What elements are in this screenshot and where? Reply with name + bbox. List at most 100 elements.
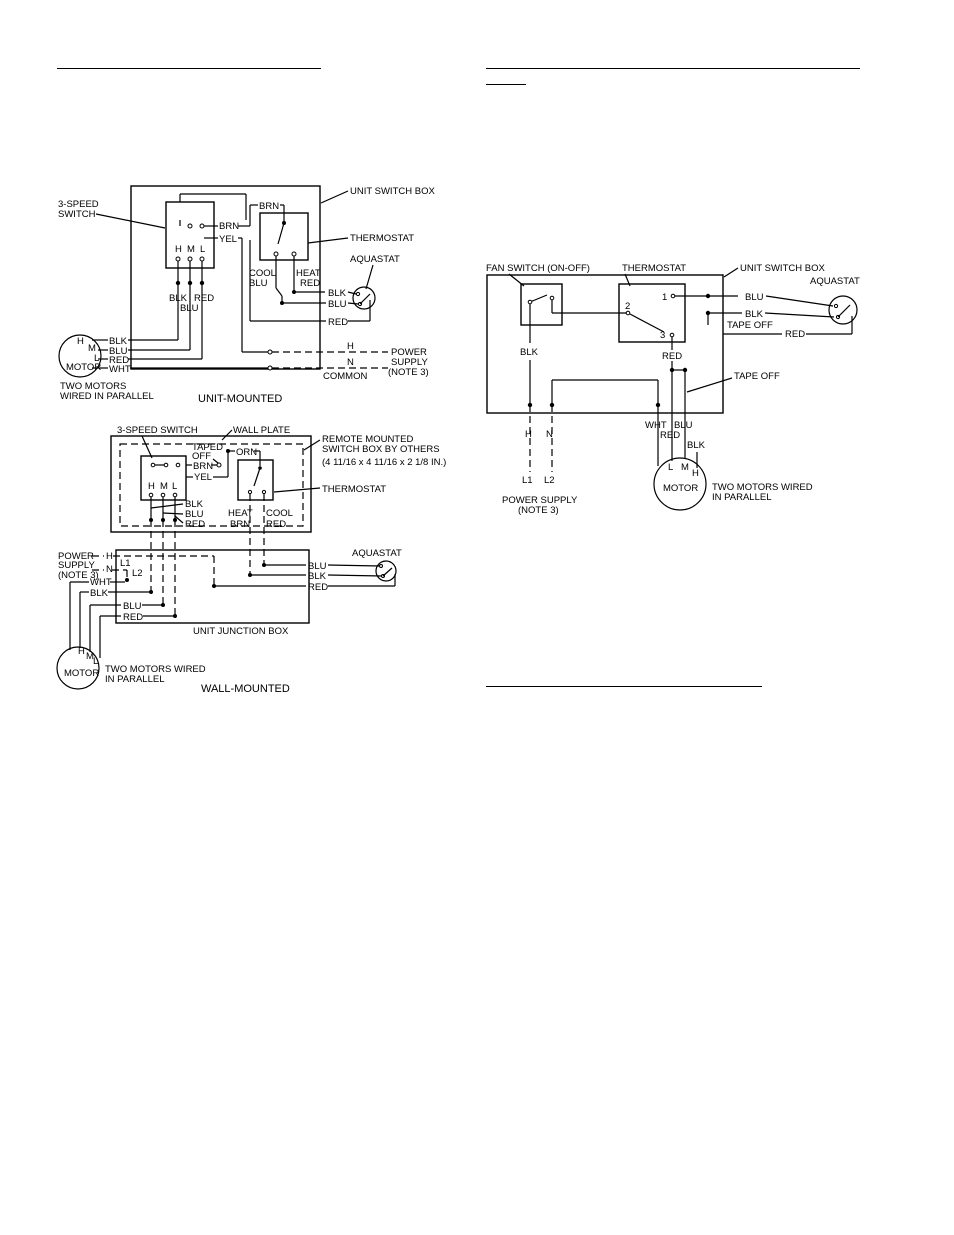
wm-blu-label-2: BLU bbox=[123, 601, 142, 612]
um-motor-blk: BLK bbox=[109, 336, 128, 347]
um-motor-m: M bbox=[88, 343, 96, 354]
wm-l2-label: L2 bbox=[132, 568, 143, 579]
wm-speed-switch-label: 3-SPEED SWITCH bbox=[117, 425, 198, 436]
wm-red-label-4: RED bbox=[308, 582, 328, 593]
fs-two-motors-1: TWO MOTORS WIRED bbox=[712, 482, 813, 493]
fan-switch-diagram: UNIT SWITCH BOX FAN SWITCH (ON-OFF) BLK … bbox=[486, 263, 860, 516]
um-brn-label: BRN bbox=[219, 221, 239, 232]
um-motor-label: MOTOR bbox=[66, 362, 101, 373]
wm-l1-label: L1 bbox=[120, 558, 131, 569]
fs-aquastat-icon bbox=[828, 295, 858, 325]
fs-aquastat-label: AQUASTAT bbox=[810, 276, 860, 287]
wm-brn-label-2: BRN bbox=[230, 519, 250, 530]
wm-taped-1: TAPED bbox=[192, 442, 223, 453]
wm-remote-2: SWITCH BOX BY OTHERS bbox=[322, 444, 440, 455]
wm-wall-plate-label: WALL PLATE bbox=[233, 425, 290, 436]
wm-brn-label: BRN bbox=[193, 461, 213, 472]
wm-motor-m: M bbox=[86, 651, 94, 662]
fs-power-1: POWER SUPPLY bbox=[502, 495, 578, 506]
fs-motor-h: H bbox=[692, 468, 699, 479]
wm-red-label-3: RED bbox=[123, 612, 143, 623]
fs-power-2: (NOTE 3) bbox=[518, 505, 559, 516]
wm-blk-label: BLK bbox=[185, 499, 204, 510]
wm-aquastat-label: AQUASTAT bbox=[352, 548, 402, 559]
wm-aquastat-icon bbox=[375, 560, 397, 582]
fs-blk-label: BLK bbox=[520, 347, 539, 358]
wm-two-motors-2: IN PARALLEL bbox=[105, 674, 165, 685]
um-red-label: RED bbox=[194, 293, 214, 304]
um-speed-l: L bbox=[200, 244, 205, 255]
wm-power-3: (NOTE 3) bbox=[58, 570, 99, 581]
wm-junction-label: UNIT JUNCTION BOX bbox=[193, 626, 289, 637]
um-power-3: (NOTE 3) bbox=[388, 367, 429, 378]
fs-blk-label-2: BLK bbox=[745, 309, 764, 320]
wm-yel-label: YEL bbox=[194, 472, 212, 483]
fs-motor-label: MOTOR bbox=[663, 483, 698, 494]
left-top-rule bbox=[57, 68, 321, 69]
um-two-motors-1: TWO MOTORS bbox=[60, 381, 126, 392]
wm-speed-l: L bbox=[172, 481, 177, 492]
um-blu-label-2: BLU bbox=[249, 278, 268, 289]
um-aquastat-label: AQUASTAT bbox=[350, 254, 400, 265]
wm-h-label: H bbox=[106, 551, 113, 562]
um-thermostat-label: THERMOSTAT bbox=[350, 233, 414, 244]
right-top-rule bbox=[486, 68, 860, 69]
fs-thermostat-label: THERMOSTAT bbox=[622, 263, 686, 274]
um-motor-h: H bbox=[77, 336, 84, 347]
wm-thermostat-box bbox=[237, 459, 274, 501]
um-heat-label: HEAT bbox=[296, 268, 321, 279]
fs-l1-label: L1 bbox=[522, 475, 533, 486]
fs-tape-off-2: TAPE OFF bbox=[734, 371, 780, 382]
wm-remote-3: (4 11/16 x 4 11/16 x 2 1/8 IN.) bbox=[322, 457, 446, 468]
wm-heat-label: HEAT bbox=[228, 508, 253, 519]
wm-title: WALL-MOUNTED bbox=[201, 683, 290, 695]
wm-motor-h: H bbox=[78, 646, 85, 657]
fs-terminal-2: 2 bbox=[625, 301, 630, 312]
fs-red-label-3: RED bbox=[660, 430, 680, 441]
um-red-label-3: RED bbox=[328, 317, 348, 328]
wm-blk-label-2: BLK bbox=[90, 588, 109, 599]
right-bottom-rule bbox=[486, 686, 762, 687]
wm-cool-label: COOL bbox=[266, 508, 293, 519]
fs-motor-m: M bbox=[681, 462, 689, 473]
wm-red-label: RED bbox=[185, 519, 205, 530]
fs-h-label: H bbox=[525, 429, 532, 440]
wm-red-label-2: RED bbox=[266, 519, 286, 530]
um-title: UNIT-MOUNTED bbox=[198, 393, 282, 405]
fs-blu-label-2: BLU bbox=[674, 420, 693, 431]
um-yel-label: YEL bbox=[219, 234, 237, 245]
wm-blu-label: BLU bbox=[185, 509, 204, 520]
fs-terminal-3: 3 bbox=[660, 330, 665, 341]
fs-fan-switch-box bbox=[520, 283, 563, 326]
um-power-1: POWER bbox=[391, 347, 427, 358]
wm-blk-label-3: BLK bbox=[308, 571, 327, 582]
um-two-motors-2: WIRED IN PARALLEL bbox=[60, 391, 154, 402]
wm-blu-label-3: BLU bbox=[308, 561, 327, 572]
fs-n-label: N bbox=[546, 429, 553, 440]
unit-switch-box bbox=[130, 185, 321, 370]
wm-remote-switch-box bbox=[119, 443, 304, 527]
um-blu-label: BLU bbox=[180, 303, 199, 314]
fs-motor-icon bbox=[653, 457, 707, 511]
um-common-label: COMMON bbox=[323, 371, 367, 382]
wm-wht-label: WHT bbox=[90, 577, 112, 588]
fs-tape-off-1: TAPE OFF bbox=[727, 320, 773, 331]
fs-wht-label: WHT bbox=[645, 420, 667, 431]
wm-motor-l: L bbox=[93, 656, 98, 667]
fs-red-label: RED bbox=[662, 351, 682, 362]
fs-thermostat-box bbox=[618, 283, 686, 343]
fs-blu-label: BLU bbox=[745, 292, 764, 303]
wall-mounted-diagram: 3-SPEED SWITCH WALL PLATE REMOTE MOUNTED… bbox=[56, 425, 446, 695]
um-motor-icon bbox=[58, 334, 102, 378]
speed-switch-label-1: 3-SPEED bbox=[58, 199, 99, 210]
wm-power-1: POWER bbox=[58, 551, 94, 562]
um-blk-label-2: BLK bbox=[328, 288, 347, 299]
fs-unit-switch-box bbox=[486, 274, 724, 414]
um-n-label: N bbox=[347, 357, 354, 368]
fs-l2-label: L2 bbox=[544, 475, 555, 486]
um-power-2: SUPPLY bbox=[391, 357, 428, 368]
right-top-short-rule bbox=[486, 84, 526, 85]
wm-motor-label: MOTOR bbox=[64, 668, 99, 679]
um-blu-label-3: BLU bbox=[328, 299, 347, 310]
